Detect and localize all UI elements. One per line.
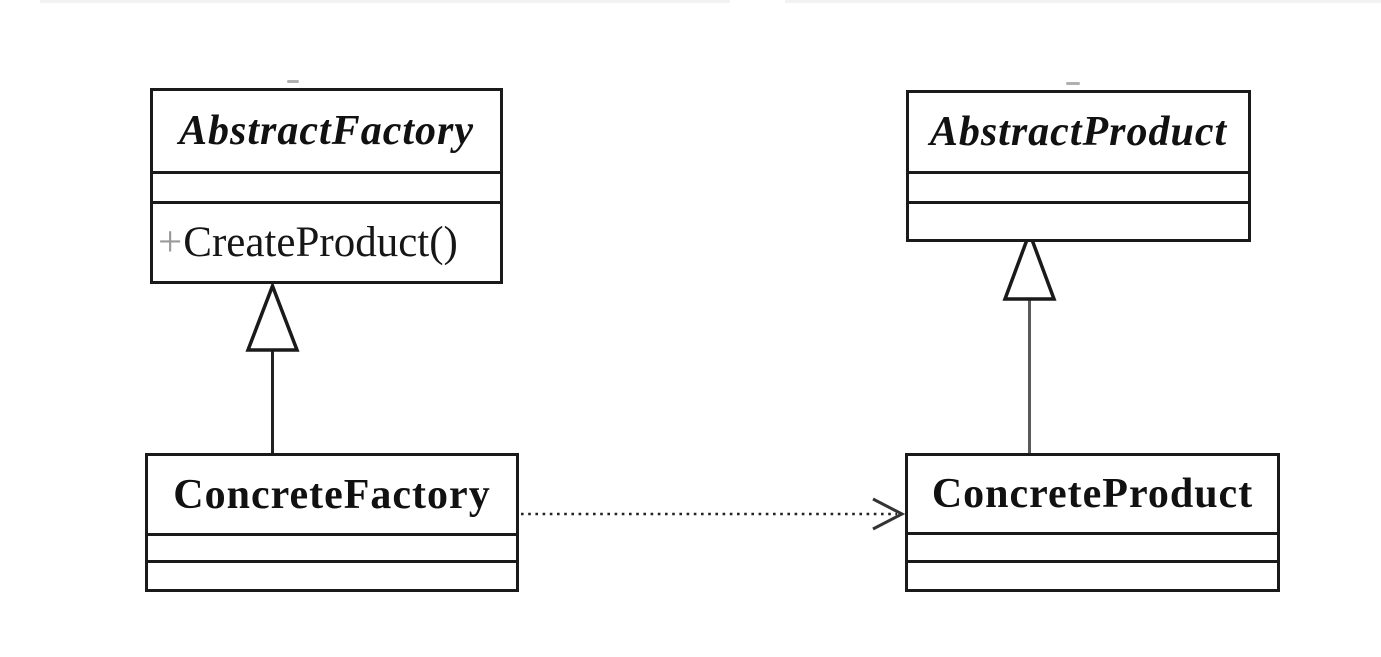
attributes-section [153, 171, 500, 201]
top-edge-artifact-right [785, 0, 1381, 3]
class-abstract-product: AbstractProduct [906, 90, 1251, 242]
methods-section [909, 201, 1248, 239]
scan-smudge [1066, 82, 1080, 85]
generalization-arrow-product [1002, 227, 1057, 456]
hollow-triangle-arrowhead [1002, 227, 1057, 301]
scan-smudge [287, 80, 299, 83]
open-arrowhead [872, 497, 906, 531]
class-concrete-factory: ConcreteFactory [145, 453, 519, 592]
generalization-arrow-factory [245, 281, 300, 456]
dependency-arrow-create-product [521, 497, 906, 531]
attributes-section [148, 533, 516, 560]
methods-section: +CreateProduct() [153, 201, 500, 281]
visibility-plus: + [158, 219, 183, 266]
class-abstract-factory: AbstractFactory +CreateProduct() [150, 88, 503, 284]
methods-section [148, 560, 516, 589]
class-name: ConcreteProduct [931, 471, 1254, 517]
class-name: AbstractProduct [929, 109, 1228, 155]
class-name: AbstractFactory [179, 108, 474, 154]
hollow-triangle-arrowhead [245, 281, 300, 352]
method-label: CreateProduct() [183, 219, 458, 266]
methods-section [908, 560, 1277, 589]
top-edge-artifact-left [40, 0, 730, 3]
attributes-section [909, 171, 1248, 201]
attributes-section [908, 532, 1277, 560]
class-name: ConcreteFactory [173, 471, 491, 518]
class-concrete-product: ConcreteProduct [905, 453, 1280, 592]
